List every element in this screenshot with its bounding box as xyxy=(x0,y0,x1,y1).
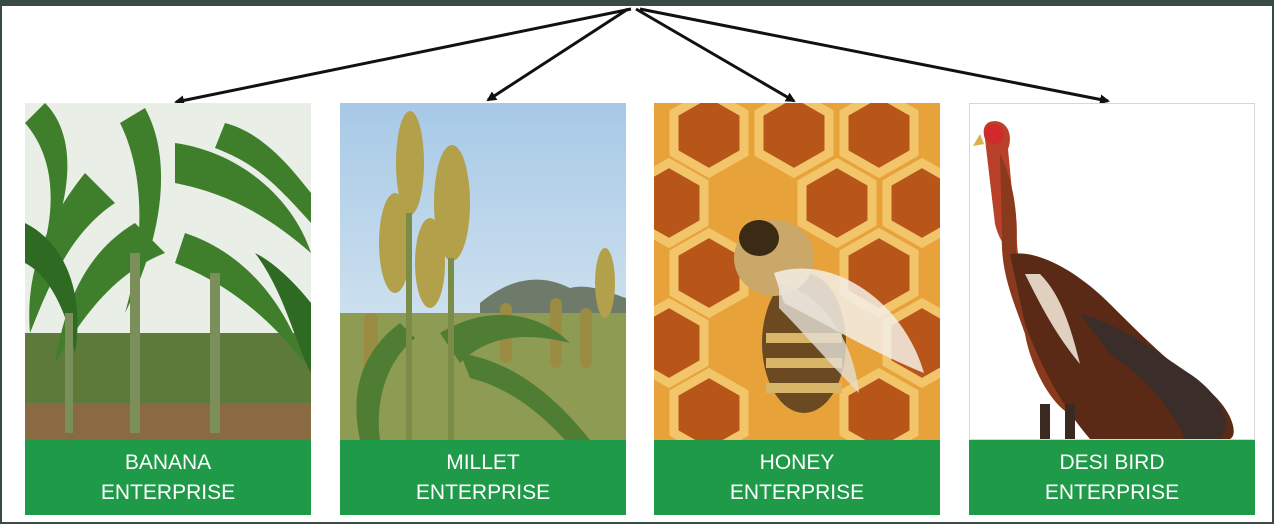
arrow-to-millet xyxy=(486,7,629,102)
enterprise-suffix: ENTERPRISE xyxy=(1044,480,1180,504)
bee xyxy=(734,220,924,413)
enterprise-name: BANANA xyxy=(124,450,212,474)
enterprise-suffix: ENTERPRISE xyxy=(100,480,236,504)
enterprise-card-millet: MILLET ENTERPRISE xyxy=(340,103,626,515)
rooster xyxy=(973,121,1234,439)
enterprise-suffix: ENTERPRISE xyxy=(729,480,865,504)
arrow-to-desi-bird xyxy=(639,7,1110,105)
arrow-to-banana xyxy=(174,7,632,106)
banana-plants-image xyxy=(25,103,311,440)
enterprise-name: DESI BIRD xyxy=(1059,450,1165,474)
enterprise-label: DESI BIRD ENTERPRISE xyxy=(969,440,1255,515)
arrow-to-honey xyxy=(635,7,796,103)
enterprise-label: MILLET ENTERPRISE xyxy=(340,440,626,515)
enterprise-name: MILLET xyxy=(446,450,520,474)
enterprise-label: HONEY ENTERPRISE xyxy=(654,440,940,515)
enterprise-card-banana: BANANA ENTERPRISE xyxy=(25,103,311,515)
rooster-image xyxy=(969,103,1255,440)
enterprise-name: HONEY xyxy=(759,450,835,474)
enterprise-label: BANANA ENTERPRISE xyxy=(25,440,311,515)
enterprise-card-honey: HONEY ENTERPRISE xyxy=(654,103,940,515)
bee-honeycomb-image xyxy=(654,103,940,440)
enterprise-card-desi-bird: DESI BIRD ENTERPRISE xyxy=(969,103,1255,515)
enterprise-suffix: ENTERPRISE xyxy=(415,480,551,504)
millet-crop-image xyxy=(340,103,626,440)
